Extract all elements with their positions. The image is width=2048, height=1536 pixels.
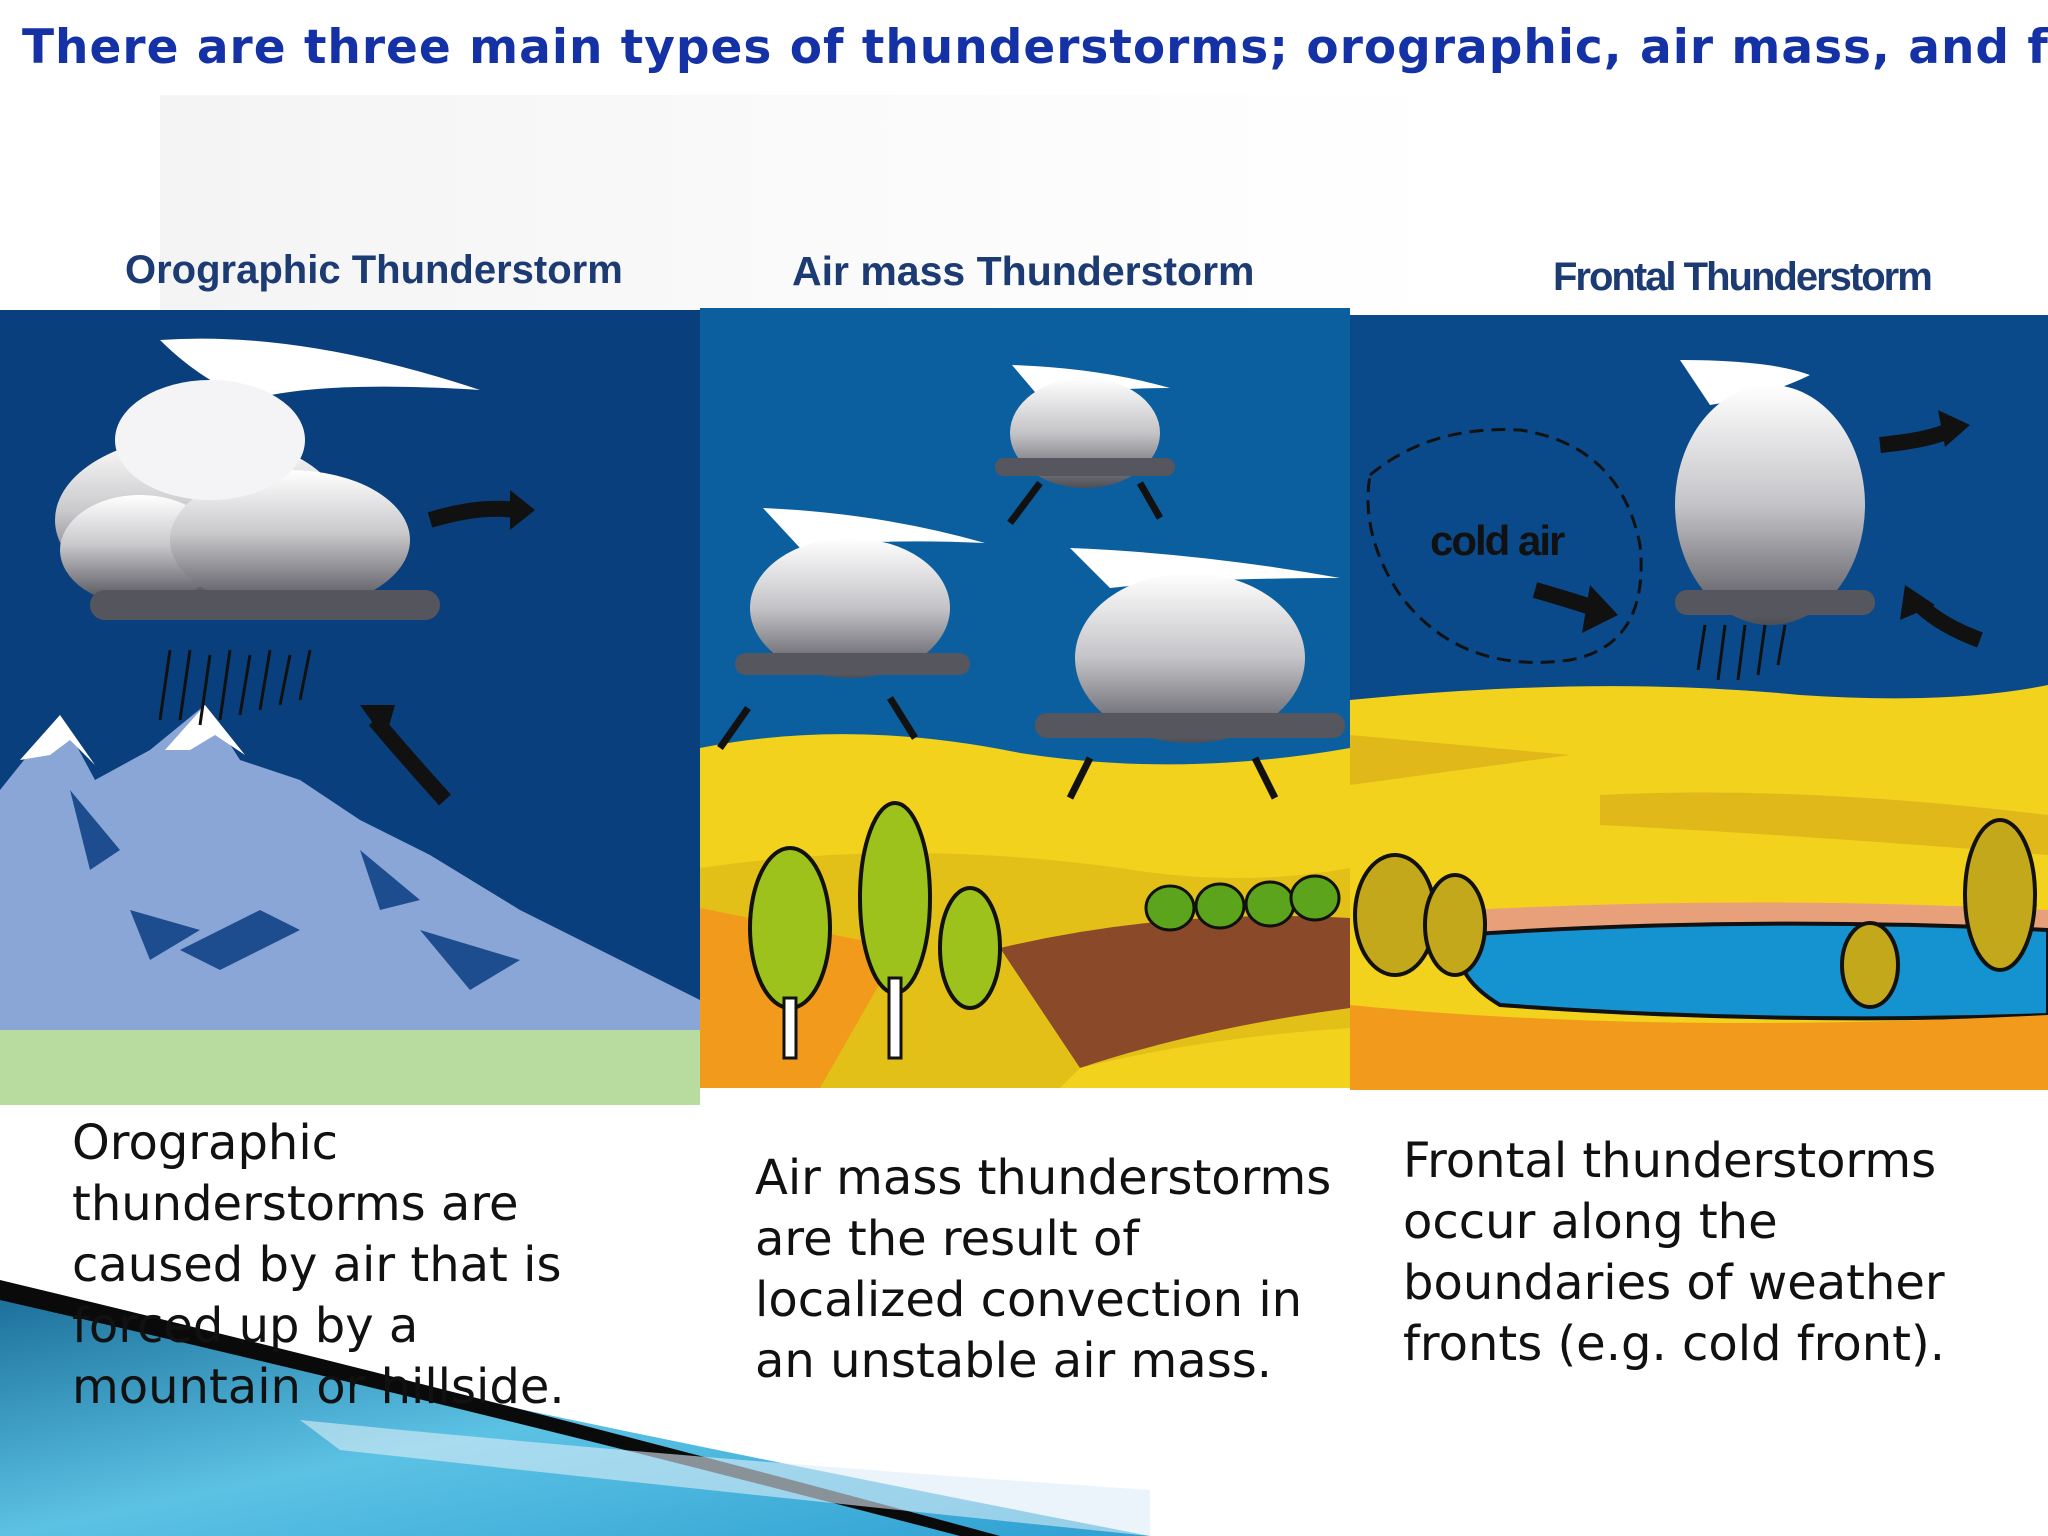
storm-cloud: [995, 365, 1175, 488]
field-stripe: [1350, 735, 2048, 855]
airflow-arrows: [717, 480, 1279, 800]
background-shading: [160, 95, 1460, 310]
airflow-arrows: [360, 490, 535, 806]
frontal-caption: Frontal thunderstorms occur along the bo…: [1403, 1133, 1945, 1372]
mountain-shadow: [180, 910, 520, 990]
slide-heading: There are three main types of thundersto…: [22, 20, 2048, 75]
airmass-illustration: [700, 308, 1350, 1088]
plowed-field: [1000, 916, 1350, 1068]
airflow-arrows: [1532, 410, 1983, 648]
frontal-illustration: cold air: [1350, 315, 2048, 1090]
storm-cloud: [735, 508, 985, 678]
rain: [1696, 624, 1787, 681]
lake: [1456, 921, 2048, 1021]
airmass-caption: Air mass thunderstorms are the result of…: [755, 1150, 1332, 1389]
cold-air-boundary: [1366, 428, 1643, 664]
storm-cloud: [1035, 548, 1345, 743]
field-orange: [1350, 1005, 2048, 1090]
rain: [158, 649, 312, 726]
mountain-snowcap: [20, 715, 95, 765]
trees: [748, 801, 1341, 1060]
decorative-swoosh: [0, 1280, 1150, 1536]
orographic-illustration: [0, 310, 700, 1105]
cold-air-label: cold air: [1430, 517, 1565, 564]
orographic-title: Orographic Thunderstorm: [125, 248, 623, 292]
frontal-title: Frontal Thunderstorm: [1553, 255, 1933, 299]
trees: [1353, 818, 2037, 1009]
airmass-title: Air mass Thunderstorm: [792, 248, 1255, 294]
mountain-snowcap: [165, 705, 245, 755]
mountain: [0, 705, 700, 1105]
grass: [0, 1030, 700, 1105]
storm-cloud: [55, 338, 480, 620]
storm-cloud: [1675, 360, 1875, 625]
orographic-caption: Orographic thunderstorms are caused by a…: [72, 1115, 565, 1415]
